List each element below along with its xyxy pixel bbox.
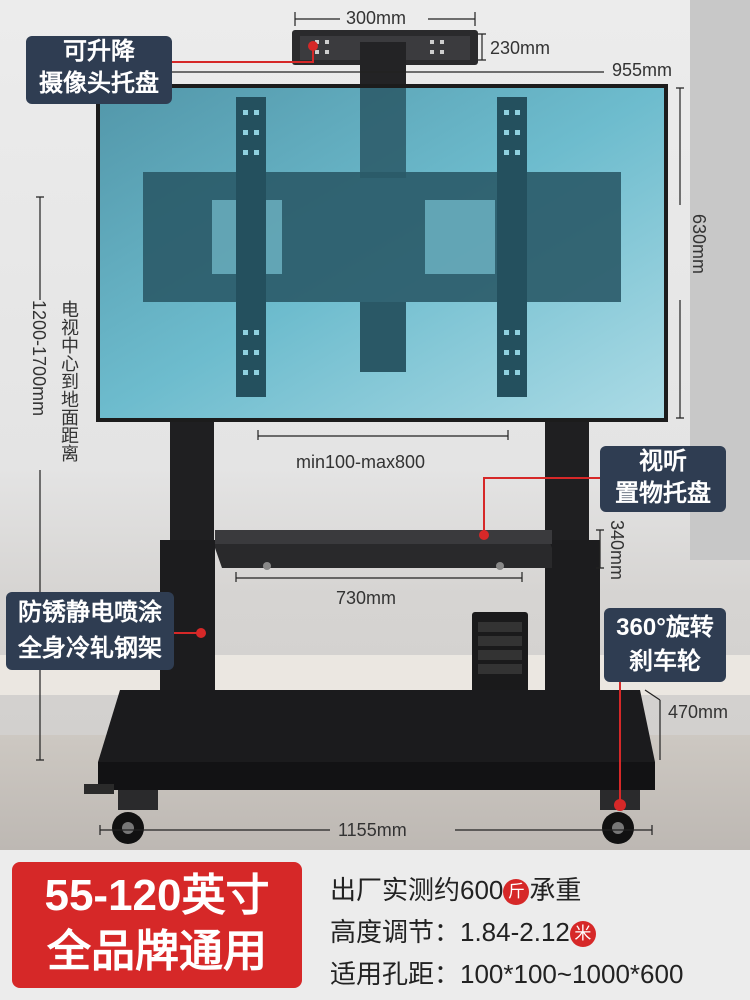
left-column-upper xyxy=(170,422,214,547)
size-badge-line1: 55-120英寸 xyxy=(44,871,270,920)
screen-height-text: 630mm xyxy=(689,214,709,275)
height-spec-text: 高度调节：1.84-2.12 xyxy=(330,917,570,947)
shelf-height-text: 340mm xyxy=(607,520,627,581)
hole-spec-text: 适用孔距：100*100~1000*600 xyxy=(330,959,684,989)
center-height-value-text: 1200-1700mm xyxy=(29,300,49,417)
size-badge-line2: 全品牌通用 xyxy=(47,927,267,976)
tray-depth-text: 230mm xyxy=(490,38,551,58)
camera-tray-label-line2: 摄像头托盘 xyxy=(39,70,159,97)
left-rail xyxy=(236,97,266,397)
camera-tray-label-line1: 可升降 xyxy=(63,38,135,65)
base-width-text: 1155mm xyxy=(338,820,407,840)
height-unit-badge: 米 xyxy=(569,921,596,947)
load-spec-suffix: 承重 xyxy=(529,875,582,905)
product-scene: 可升降 摄像头托盘 视听 置物托盘 防锈静电喷涂 全身冷轧钢架 360°旋转 刹… xyxy=(0,0,750,850)
frame-label-line2: 全身冷轧钢架 xyxy=(18,635,162,662)
right-column-upper xyxy=(545,422,589,547)
av-tray-label: 视听 置物托盘 xyxy=(600,446,726,512)
av-tray-label-line2: 置物托盘 xyxy=(615,480,711,507)
vesa-range-text: min100-max800 xyxy=(296,452,426,472)
right-rail xyxy=(497,97,527,397)
dimension-lines xyxy=(36,12,684,835)
center-height-label-text: 电视中心到地面距离 xyxy=(59,300,79,462)
load-spec-prefix: 出厂实测约600 xyxy=(330,875,504,905)
camera-tray-label: 可升降 摄像头托盘 xyxy=(26,36,172,104)
tray-width-text: 300mm xyxy=(346,8,407,28)
shelf-width-text: 730mm xyxy=(336,588,397,608)
av-tray-label-line1: 视听 xyxy=(639,448,687,475)
screen-width-text: 955mm xyxy=(612,60,673,80)
pointer-lines xyxy=(172,48,621,805)
tv-stand-illustration xyxy=(36,12,684,844)
frame-label-line1: 防锈静电喷涂 xyxy=(18,599,162,626)
wheels-label-line2: 刹车轮 xyxy=(629,648,701,675)
wheels-label-line1: 360°旋转 xyxy=(616,614,714,641)
wheels-label: 360°旋转 刹车轮 xyxy=(604,608,726,682)
frame-label: 防锈静电喷涂 全身冷轧钢架 xyxy=(6,592,174,670)
hole-spec: 适用孔距：100*100~1000*600 xyxy=(330,954,683,991)
wheel-left xyxy=(112,790,158,844)
load-unit-badge: 斤 xyxy=(503,879,530,905)
size-badge: 55-120英寸 全品牌通用 xyxy=(12,862,302,988)
base-depth-text: 470mm xyxy=(668,702,729,722)
